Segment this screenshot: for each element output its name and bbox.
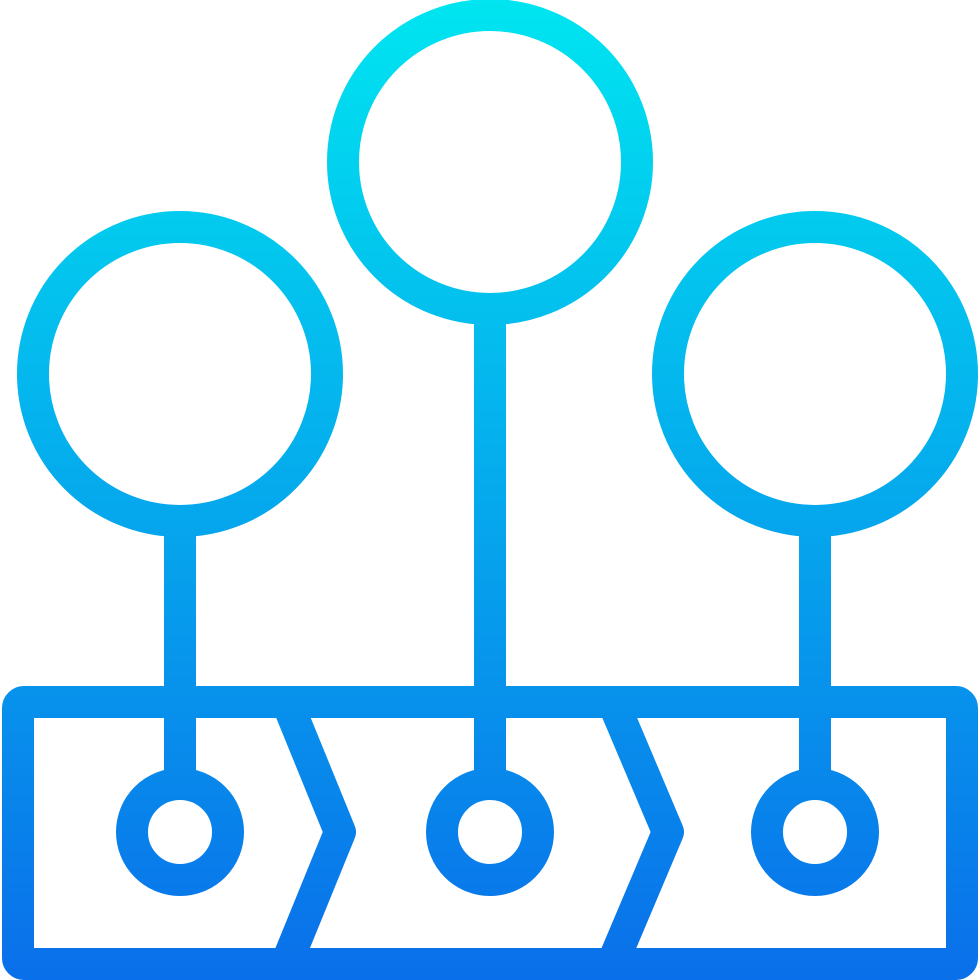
center-node-circle-icon [426, 768, 554, 896]
right-large-circle-icon [652, 211, 978, 537]
first-chevron-separator-icon [272, 695, 356, 969]
timeline-bar-frame [2, 686, 978, 980]
left-large-circle-icon [17, 211, 343, 537]
second-chevron-separator-icon [598, 695, 684, 969]
center-large-circle-icon [327, 0, 653, 325]
right-node-circle-icon [751, 768, 879, 896]
left-node-circle-icon [116, 768, 244, 896]
